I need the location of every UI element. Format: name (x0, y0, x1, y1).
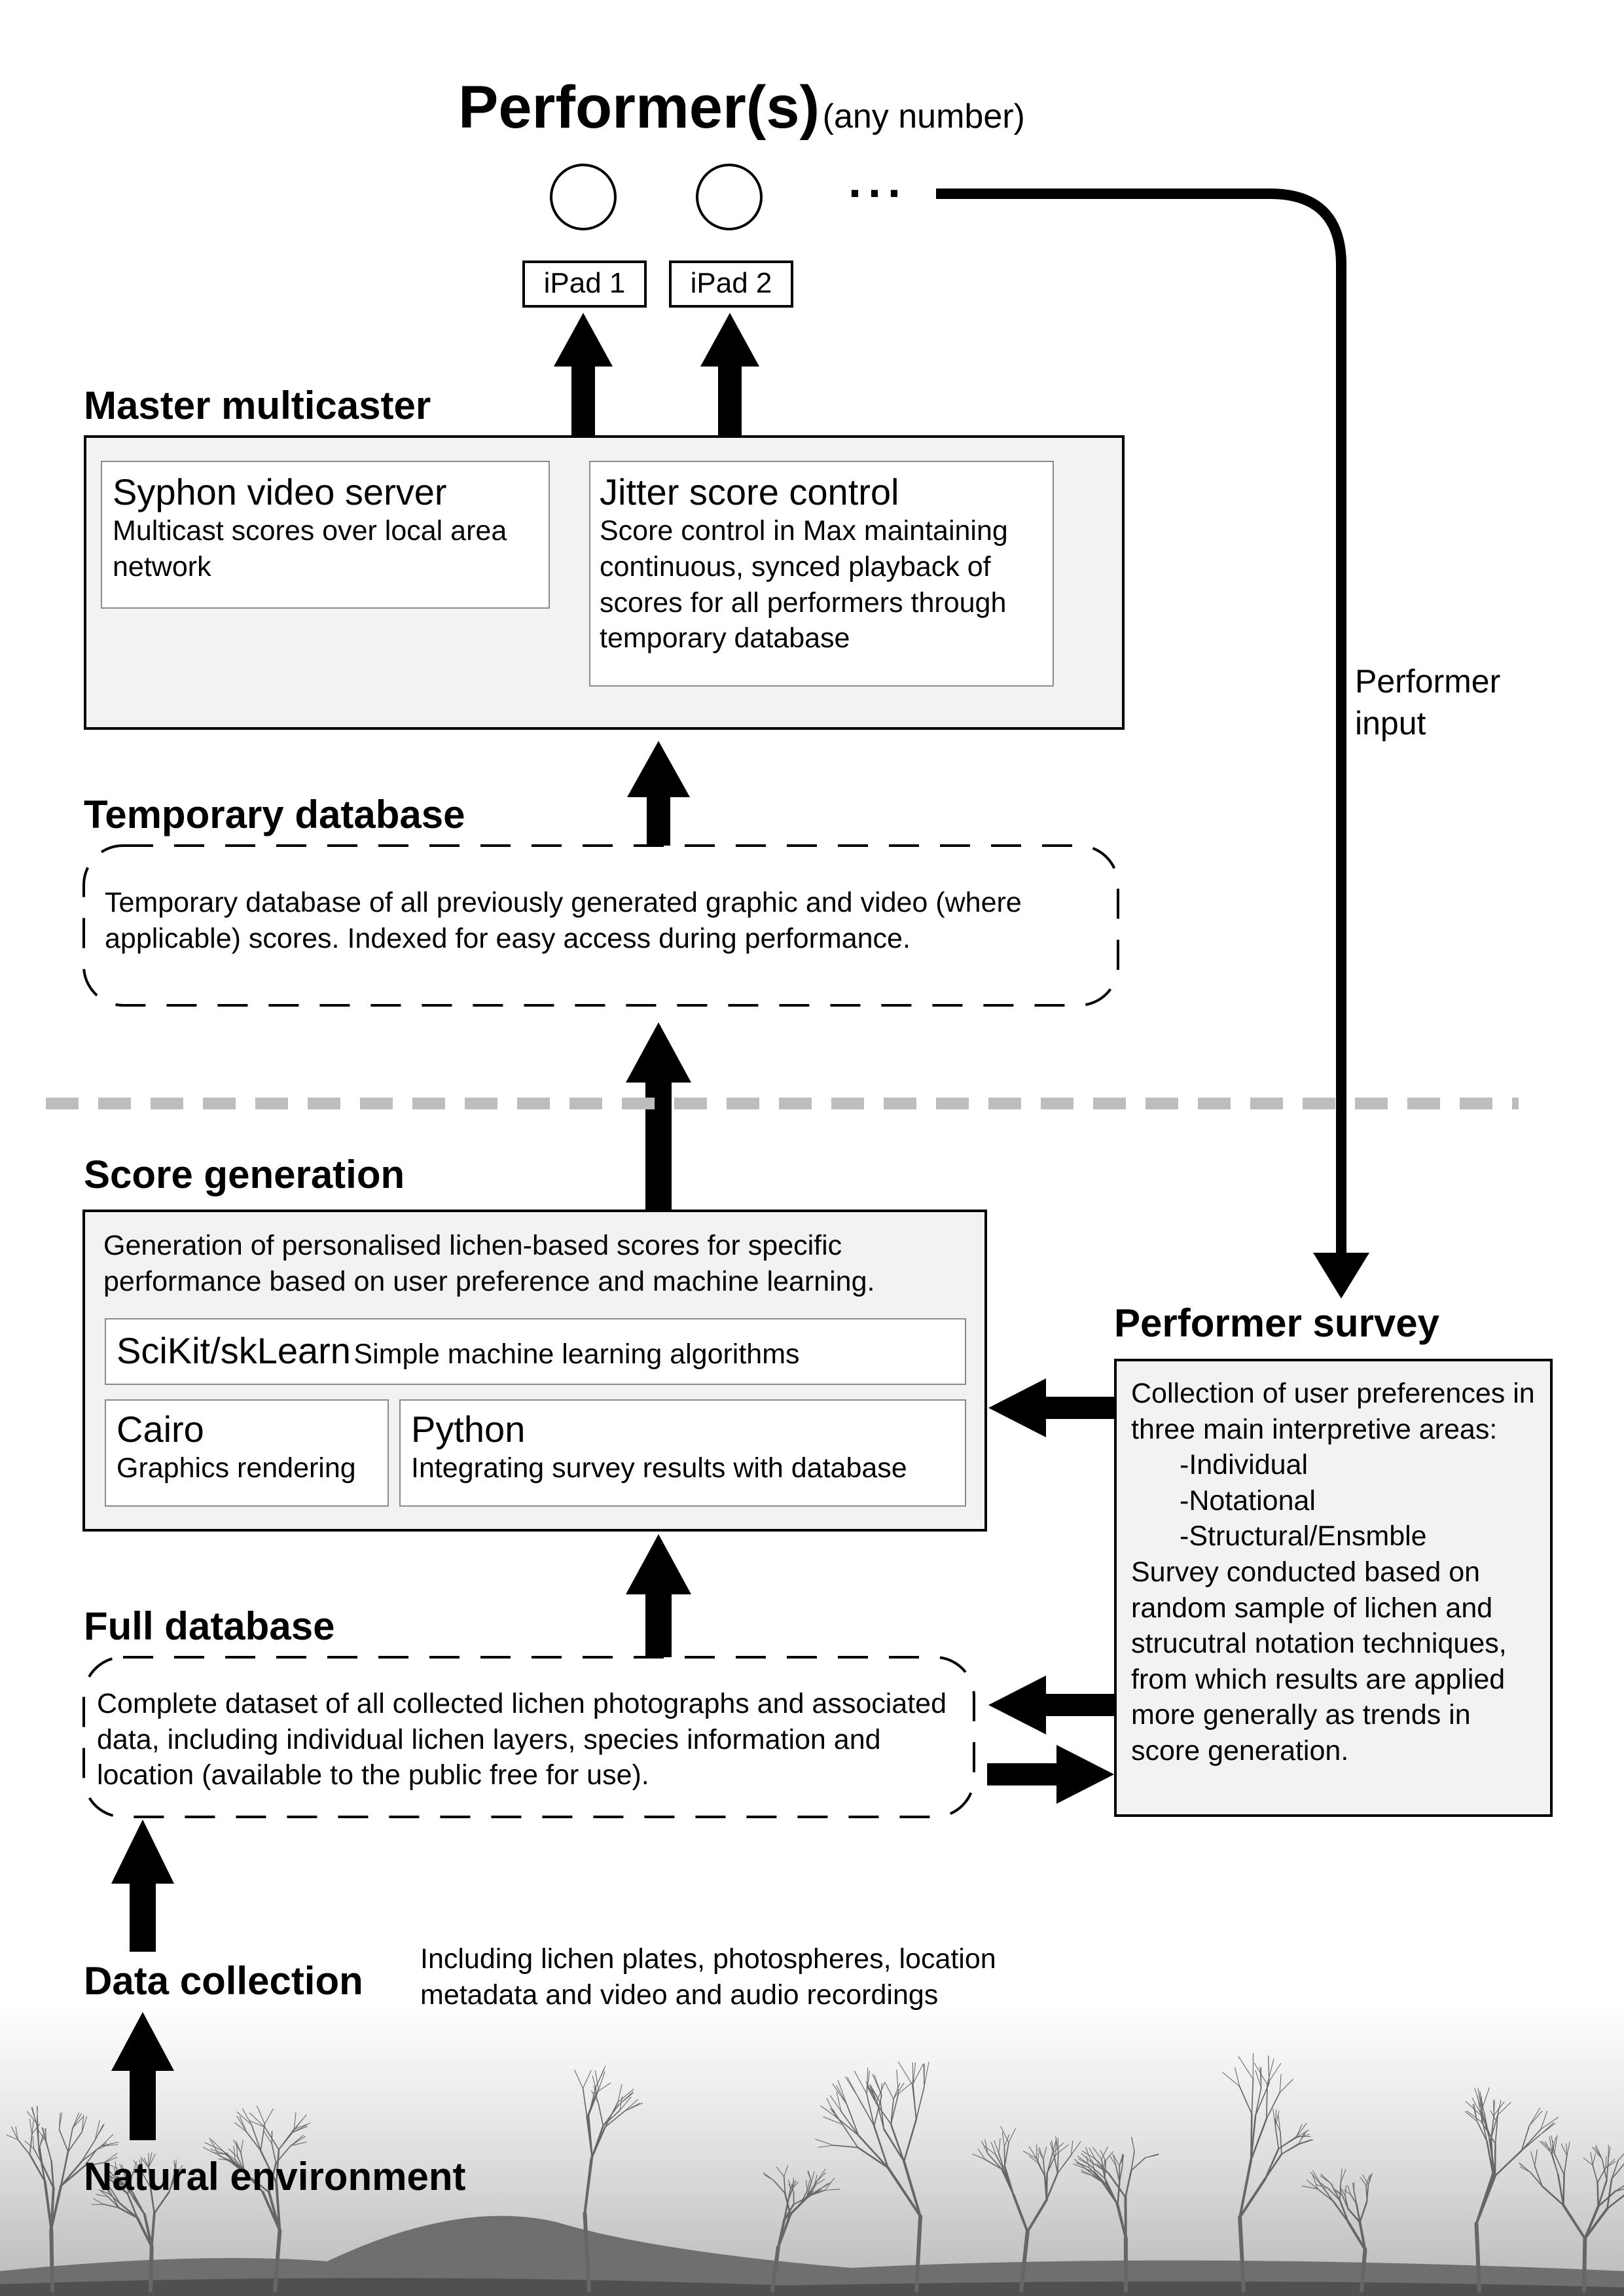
full-database-body: Complete dataset of all collected lichen… (97, 1688, 947, 1791)
temporary-database-body: Temporary database of all previously gen… (105, 887, 1022, 954)
jitter-body: Score control in Max maintaining continu… (600, 515, 1008, 655)
cairo-box: Cairo Graphics rendering (105, 1399, 389, 1507)
performers-heading: Performer(s) (any number) (458, 73, 1025, 142)
arrow-to-ipad-1 (554, 313, 613, 437)
syphon-title: Syphon video server (113, 471, 447, 512)
full-database-title: Full database (84, 1604, 335, 1648)
performers-title: Performer(s) (458, 74, 820, 141)
arrow-temp-db-to-multicaster (627, 741, 690, 846)
temporary-database-frame (82, 844, 1119, 1007)
cairo-title: Cairo (117, 1408, 204, 1450)
performer-survey-panel: Collection of user preferences in three … (1114, 1359, 1553, 1817)
natural-environment-title: Natural environment (84, 2155, 466, 2198)
score-generation-body: Generation of personalised lichen-based … (103, 1230, 875, 1297)
ipad-2-label: iPad 2 (669, 260, 793, 308)
full-database-frame (82, 1656, 975, 1818)
performers-subtitle: (any number) (822, 98, 1025, 135)
performer-survey-intro: Collection of user preferences in three … (1131, 1378, 1535, 1445)
more-performers-ellipsis: ... (848, 155, 908, 207)
arrow-score-gen-to-temp-db (626, 1022, 691, 1210)
performer-input-line (936, 188, 1346, 1257)
cairo-body: Graphics rendering (117, 1452, 356, 1484)
jitter-title: Jitter score control (600, 471, 899, 512)
python-title: Python (411, 1408, 526, 1450)
arrow-survey-to-full-db (988, 1676, 1115, 1734)
scikit-box: SciKit/skLearn Simple machine learning a… (105, 1318, 966, 1385)
arrow-full-db-to-survey (987, 1745, 1114, 1804)
python-box: Python Integrating survey results with d… (399, 1399, 966, 1507)
performer-survey-outro: Survey conducted based on random sample … (1131, 1556, 1507, 1767)
performer-1-circle (550, 164, 617, 230)
master-multicaster-panel: Syphon video server Multicast scores ove… (84, 435, 1125, 730)
performer-survey-area-notational: -Notational (1180, 1484, 1316, 1516)
arrow-environment-to-data-collection (111, 2012, 174, 2140)
performer-survey-area-individual: -Individual (1180, 1449, 1308, 1481)
performer-input-label: Performer input (1355, 663, 1501, 742)
temporary-database-title: Temporary database (84, 793, 465, 836)
data-collection-note: Including lichen plates, photospheres, l… (420, 1943, 996, 2011)
arrow-full-db-to-score-gen (626, 1534, 691, 1657)
performer-2-circle (696, 164, 763, 230)
scikit-title: SciKit/skLearn (117, 1330, 351, 1371)
performer-survey-area-structural: -Structural/Ensmble (1180, 1520, 1427, 1552)
master-multicaster-title: Master multicaster (84, 384, 431, 427)
syphon-body: Multicast scores over local area network (113, 515, 507, 583)
python-body: Integrating survey results with database (411, 1452, 907, 1484)
ipad-1-label: iPad 1 (522, 260, 647, 308)
syphon-video-server-box: Syphon video server Multicast scores ove… (101, 461, 550, 609)
arrow-survey-to-score-gen (988, 1378, 1115, 1437)
scikit-body: Simple machine learning algorithms (353, 1338, 800, 1370)
arrow-performer-input-head (1313, 1253, 1369, 1299)
data-collection-title: Data collection (84, 1959, 363, 2003)
arrow-data-collection-to-full-db (111, 1820, 174, 1952)
score-generation-title: Score generation (84, 1153, 405, 1196)
performer-survey-title: Performer survey (1114, 1301, 1439, 1345)
arrow-to-ipad-2 (700, 313, 759, 437)
jitter-score-control-box: Jitter score control Score control in Ma… (589, 461, 1054, 687)
score-generation-panel: Generation of personalised lichen-based … (82, 1210, 987, 1532)
